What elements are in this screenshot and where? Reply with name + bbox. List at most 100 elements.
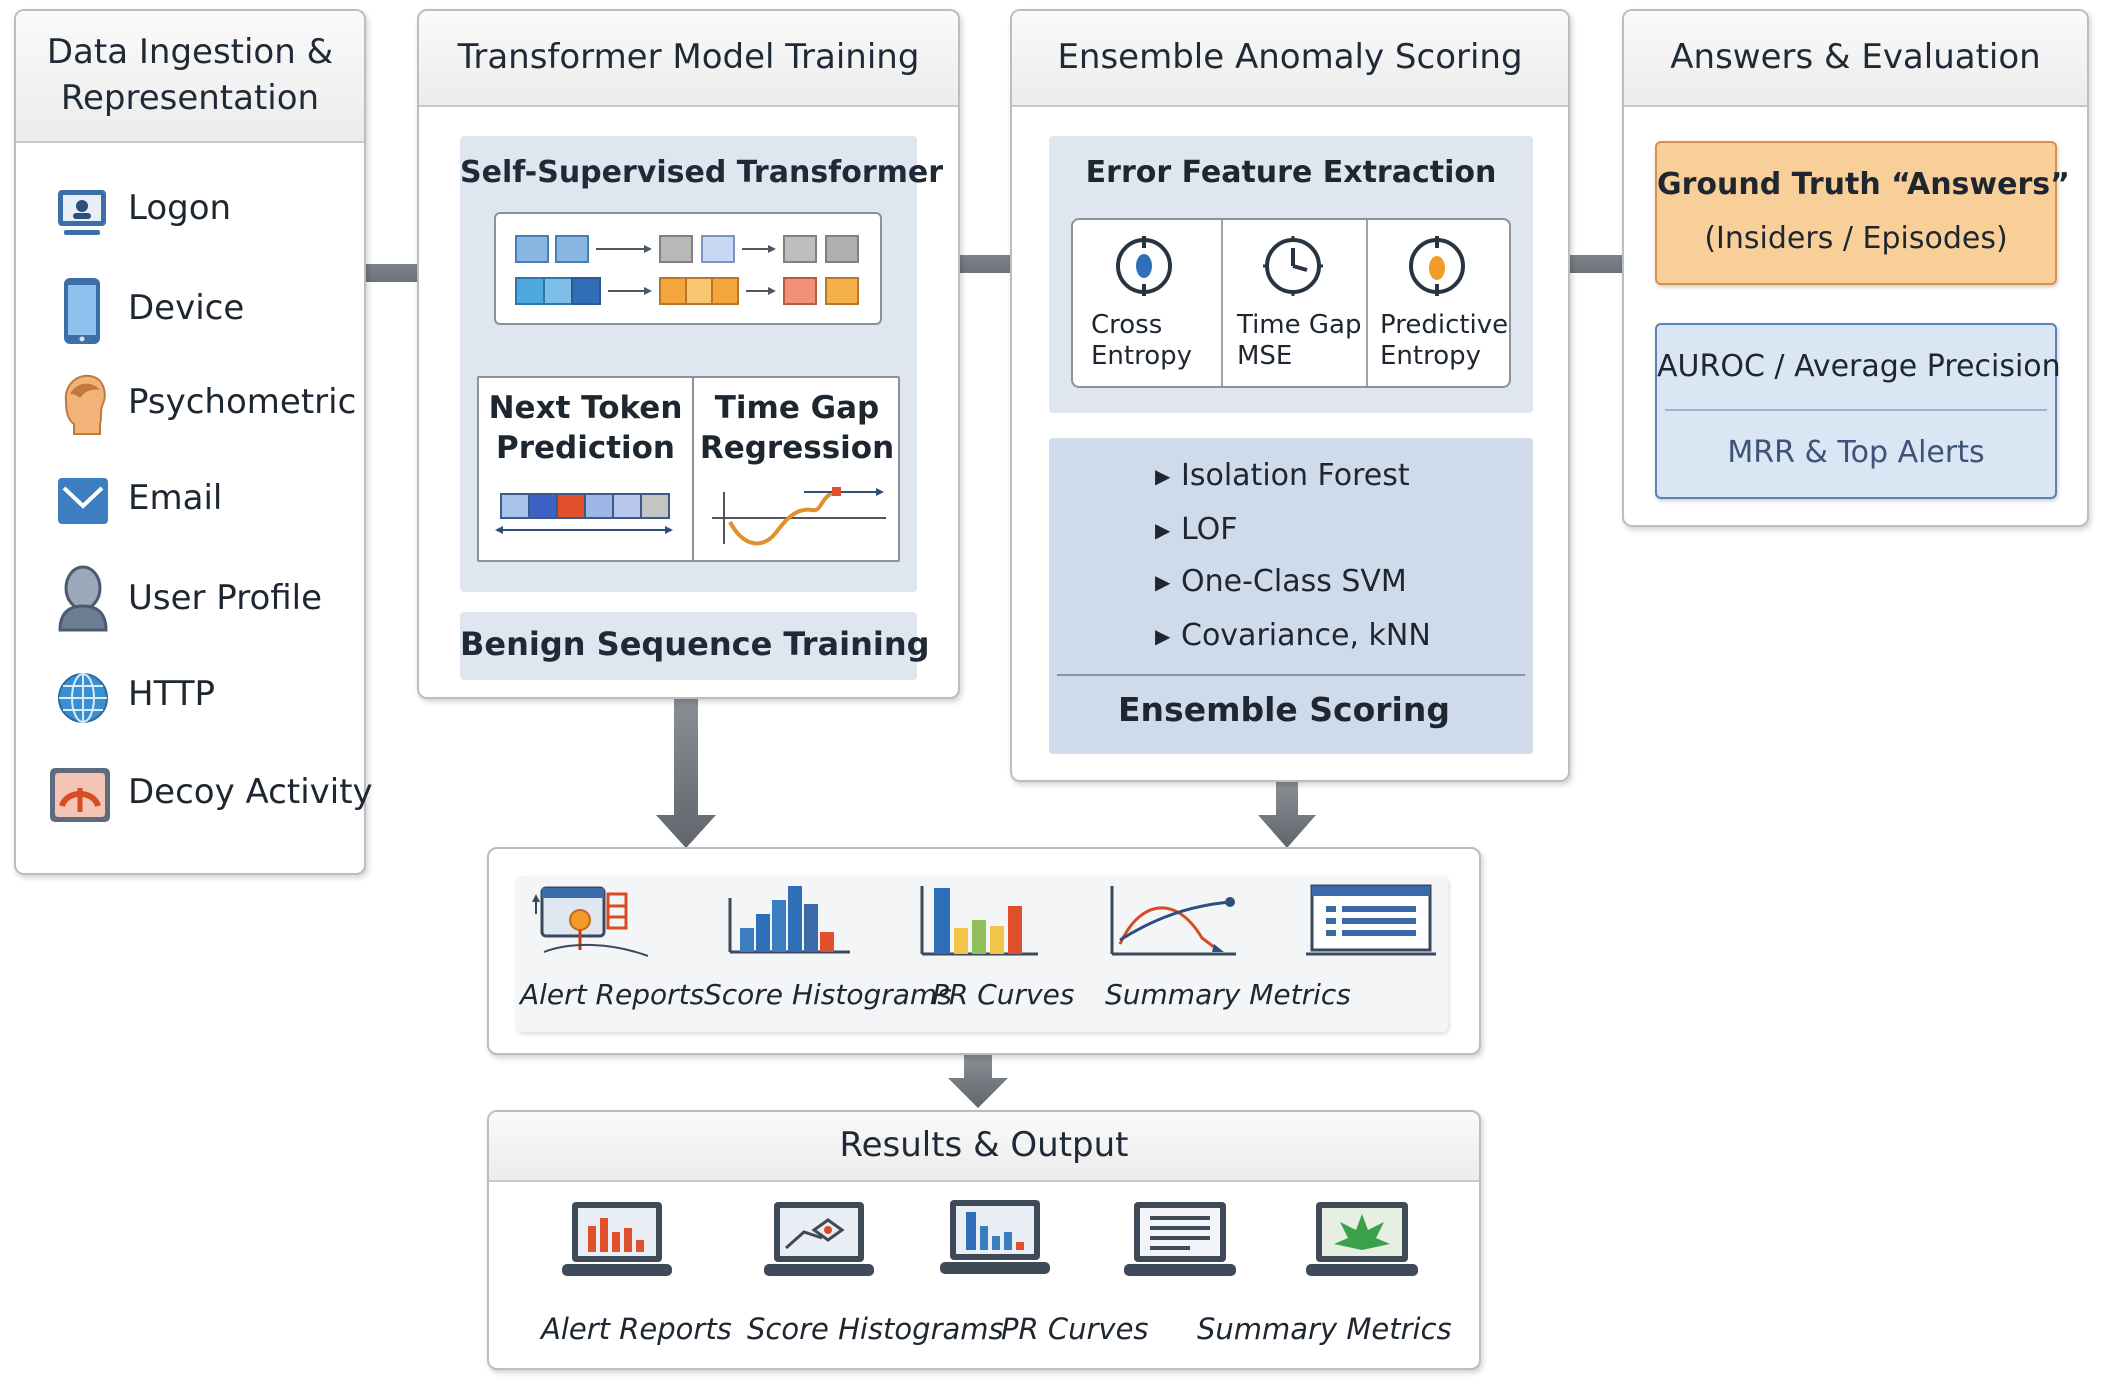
ingestion-item-user-profile: User Profile [54,564,354,636]
methods-area [1049,438,1533,754]
bullet-triangle-icon: ▶ [1155,570,1171,594]
ingestion-item-label: Logon [128,188,232,228]
token-row-top [515,235,859,263]
time-gap-label: Time Gap Regression [699,390,895,467]
results-label-pr-curves: PR Curves [1001,1312,1149,1346]
pr-curve-bars-icon [920,886,1038,956]
ingestion-item-email: Email [54,470,354,534]
prediction-heads-box: Next Token Prediction Time Gap Regressio… [477,376,900,562]
alert-report-icon [532,886,649,957]
token-sequence-diagram [515,235,859,305]
thermometer-icon [1409,236,1465,296]
divider-vertical [692,378,694,560]
feature-predictive-entropy: Predictive Entropy [1368,220,1509,386]
ingestion-item-label: Decoy Activity [128,772,373,812]
ingestion-item-label: Psychometric [128,382,357,422]
user-icon [58,565,108,632]
envelope-icon [58,478,108,524]
results-label-alert-reports: Alert Reports [541,1312,732,1346]
scoring-title: Ensemble Anomaly Scoring [1012,11,1568,107]
arrow-training-to-outputs [656,697,716,848]
method-label: One-Class SVM [1181,564,1407,599]
time-gap-diagram [712,487,886,546]
methods-list: ▶ Isolation Forest ▶ LOF ▶ One-Class SVM… [1155,458,1515,668]
metrics-divider [1665,409,2047,411]
next-token-label: Next Token Prediction [488,390,683,467]
ingestion-panel: Data Ingestion & Representation [14,9,366,875]
token-row-bottom [515,277,859,305]
answers-title-text: Answers & Evaluation [1670,37,2041,78]
feature-label: Predictive Entropy [1380,310,1509,372]
gauge-icon [1116,236,1172,296]
arrow-training-to-scoring [918,241,1050,287]
arrow-outputs-to-results [948,1055,1008,1108]
ingestion-item-decoy: Decoy Activity [48,764,373,828]
results-title-text: Results & Output [839,1125,1129,1166]
ingestion-item-http: HTTP [54,666,354,730]
method-label: Isolation Forest [1181,458,1410,493]
method-label: LOF [1181,512,1238,547]
metric-mrr: MRR & Top Alerts [1727,435,1985,470]
laptop-bar-chart-icon [562,1202,672,1276]
ingestion-item-device: Device [54,276,354,348]
outputs-label-pr-curves: PR Curves [932,978,1075,1011]
head-icon [64,374,106,435]
ensemble-scoring-label: Ensemble Scoring [1118,690,1450,729]
sst-title: Self-Supervised Transformer [460,155,944,190]
laptop-line-chart-icon [764,1202,874,1276]
outputs-label-summary-metrics: Summary Metrics [1105,978,1351,1011]
clock-icon [1263,236,1323,296]
decoy-icon [50,768,110,822]
token-sequence-box [494,212,882,325]
feature-cross-entropy: Cross Entropy [1073,220,1221,386]
methods-divider [1057,674,1525,676]
answers-title: Answers & Evaluation [1624,11,2087,107]
phone-icon [64,278,100,344]
score-histogram-icon [728,886,850,954]
arrow-scoring-to-answers [1534,241,1656,287]
ingestion-title-text: Data Ingestion & Representation [46,32,334,118]
feature-divider-1 [1221,220,1223,386]
monitor-icon [58,190,106,235]
evaluation-metrics-box: AUROC / Average Precision MRR & Top Aler… [1655,323,2061,499]
outputs-label-score-histograms: Score Histograms [704,978,952,1011]
outputs-label-alert-reports: Alert Reports [520,978,705,1011]
arrow-scoring-to-outputs [1258,781,1316,848]
method-label: Covariance, kNN [1181,618,1431,653]
ground-truth-title: Ground Truth “Answers” [1657,167,2070,202]
feature-divider-2 [1366,220,1368,386]
results-title: Results & Output [489,1112,1479,1182]
ground-truth-subtitle: (Insiders / Episodes) [1704,221,2008,256]
ingestion-item-label: HTTP [128,674,216,714]
laptop-summary-icon [1306,1202,1418,1276]
next-token-diagram [495,493,673,534]
feature-label: Cross Entropy [1091,310,1193,372]
laptop-document-icon [1124,1202,1236,1276]
bullet-triangle-icon: ▶ [1155,464,1171,488]
features-box: Cross Entropy Time Gap MSE Predictive En… [1071,218,1511,388]
bullet-triangle-icon: ▶ [1155,624,1171,648]
feature-label: Time Gap MSE [1237,310,1362,372]
metric-auroc: AUROC / Average Precision [1657,349,2061,384]
ground-truth-box: Ground Truth “Answers” (Insiders / Episo… [1655,141,2070,285]
summary-curve-icon [1110,886,1236,956]
benign-training-label: Benign Sequence Training [460,625,930,663]
ingestion-item-label: Device [128,288,245,328]
results-label-score-histograms: Score Histograms [747,1312,1004,1346]
results-label-summary-metrics: Summary Metrics [1197,1312,1452,1346]
ingestion-title: Data Ingestion & Representation [16,11,364,143]
ingestion-item-logon: Logon [54,180,354,244]
training-title: Transformer Model Training [419,11,958,107]
summary-table-icon [1306,884,1436,956]
benign-training-band [460,612,917,680]
ingestion-item-psychometric: Psychometric [54,372,357,440]
ingestion-item-label: User Profile [128,578,323,618]
scoring-title-text: Ensemble Anomaly Scoring [1057,37,1523,78]
feature-time-gap-mse: Time Gap MSE [1223,220,1366,386]
ingestion-item-label: Email [128,478,223,518]
globe-icon [58,673,108,723]
bullet-triangle-icon: ▶ [1155,518,1171,542]
training-title-text: Transformer Model Training [457,37,920,78]
laptop-pr-chart-icon [940,1200,1050,1274]
extraction-title: Error Feature Extraction [1085,155,1497,190]
